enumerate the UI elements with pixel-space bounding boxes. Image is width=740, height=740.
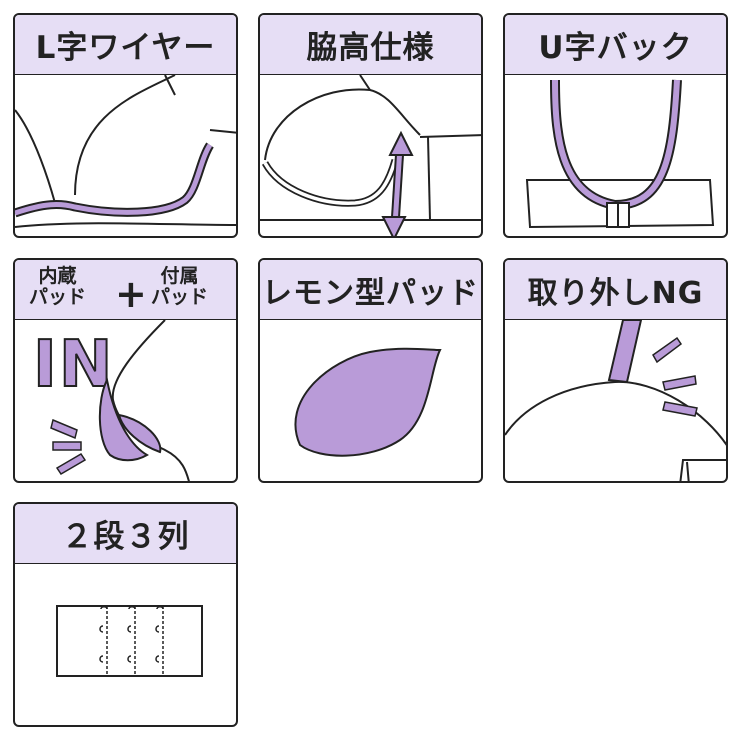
built-in-pad-label: 内蔵 パッド bbox=[29, 265, 87, 308]
tile-title: レモン型パッド bbox=[262, 275, 479, 311]
feature-tile-pads: 内蔵 パッド + 付属 パッド IN bbox=[13, 258, 238, 483]
tile-title: 脇高仕様 bbox=[306, 30, 435, 66]
feature-tile-side-high: 脇高仕様 bbox=[258, 13, 483, 238]
tile-header: 取り外しNG bbox=[505, 260, 726, 320]
tile-header: L字ワイヤー bbox=[15, 15, 236, 75]
feature-tile-removal: 取り外しNG bbox=[503, 258, 728, 483]
tile-header: レモン型パッド bbox=[260, 260, 481, 320]
lemon-pad-illustration bbox=[294, 347, 442, 457]
feature-tile-lemon-pad: レモン型パッド bbox=[258, 258, 483, 483]
tile-header: U字バック bbox=[505, 15, 726, 75]
plus-sign: + bbox=[115, 272, 147, 316]
included-pad-label: 付属 パッド bbox=[151, 265, 209, 308]
u-back-illustration bbox=[525, 79, 715, 229]
tile-title: 取り外しNG bbox=[527, 275, 704, 311]
tile-title: L字ワイヤー bbox=[35, 30, 216, 66]
tile-title: ２段３列 bbox=[61, 519, 190, 555]
tile-title: U字バック bbox=[538, 30, 693, 66]
tile-header: ２段３列 bbox=[15, 504, 236, 564]
side-high-illustration bbox=[260, 75, 481, 236]
feature-tile-l-wire: L字ワイヤー bbox=[13, 13, 238, 238]
in-label: IN bbox=[32, 327, 115, 403]
feature-tile-hooks: ２段３列 bbox=[13, 502, 238, 727]
tile-header: 内蔵 パッド + 付属 パッド bbox=[15, 260, 236, 320]
feature-tile-u-back: U字バック bbox=[503, 13, 728, 238]
hooks-illustration bbox=[56, 605, 203, 677]
l-wire-illustration bbox=[15, 75, 236, 228]
pads-illustration bbox=[50, 320, 190, 481]
tile-header: 脇高仕様 bbox=[260, 15, 481, 75]
removal-illustration bbox=[505, 320, 726, 481]
